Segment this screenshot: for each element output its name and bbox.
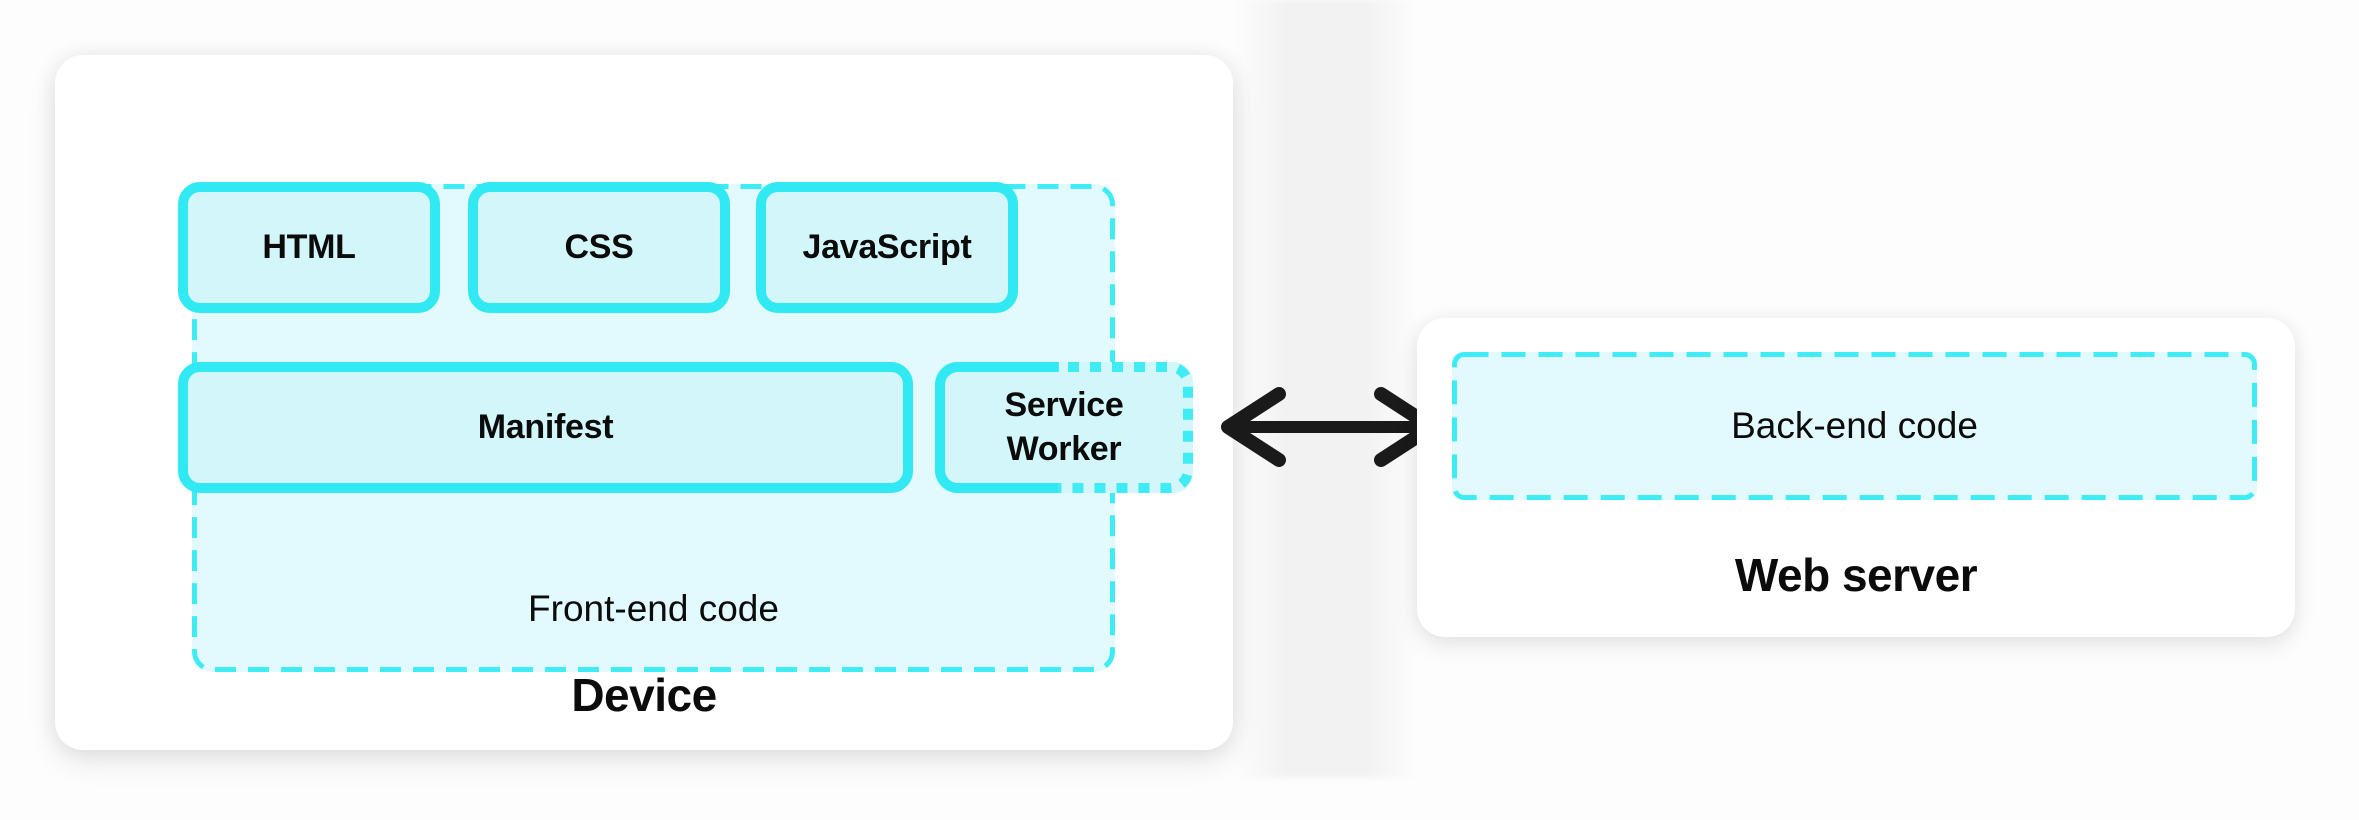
html-label: HTML	[262, 228, 356, 266]
frontend-code-label: Front-end code	[528, 588, 779, 629]
service-worker-label-line2: Worker	[1006, 429, 1122, 468]
css-box: CSS	[468, 182, 730, 313]
arrows-left-right-icon	[1221, 387, 1439, 467]
service-worker-box: Service Worker	[935, 362, 1193, 493]
backend-code-label: Back-end code	[1731, 405, 1978, 446]
javascript-label: JavaScript	[802, 228, 972, 266]
web-server-label: Web server	[1734, 549, 1978, 601]
device-label: Device	[571, 669, 717, 721]
background-shadow-band	[1233, 0, 1419, 778]
device-card: Front-end code HTML CSS JavaScript Manif…	[55, 55, 1233, 750]
css-label: CSS	[564, 228, 634, 266]
manifest-box: Manifest	[178, 362, 913, 493]
html-box: HTML	[178, 182, 440, 313]
javascript-box: JavaScript	[756, 182, 1018, 313]
backend-code-box: Back-end code	[1452, 352, 2257, 500]
web-server-card: Back-end code Web server	[1417, 318, 2295, 637]
backend-dashed-border	[1452, 352, 2257, 500]
manifest-label: Manifest	[477, 408, 614, 446]
service-worker-label: Service Worker	[1005, 384, 1124, 471]
service-worker-label-line1: Service	[1004, 385, 1124, 424]
